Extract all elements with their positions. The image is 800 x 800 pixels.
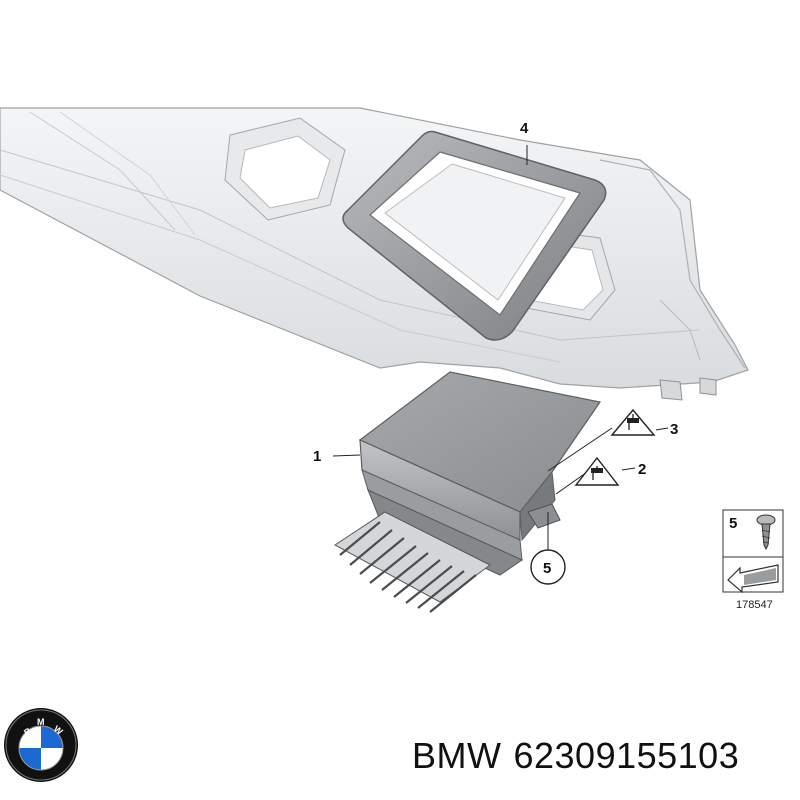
svg-text:M: M <box>37 717 45 727</box>
mounting-arrow-icon <box>727 564 779 594</box>
parts-legend-box: 5 <box>722 509 784 594</box>
callout-part-4: 4 <box>520 120 529 137</box>
legend-part-number: 5 <box>729 515 737 532</box>
part-caption: BMW 62309155103 <box>412 735 739 777</box>
brand-name: BMW <box>412 735 502 776</box>
callout-part-2: 2 <box>638 461 646 478</box>
part-5-callout-circle <box>530 549 566 585</box>
diagram-reference-number: 178547 <box>736 599 773 611</box>
callout-part-1: 1 <box>313 448 321 465</box>
callout-part-3: 3 <box>670 421 678 438</box>
display-unit-part-1 <box>334 371 602 613</box>
svg-text:B: B <box>22 725 34 737</box>
screw-icon <box>756 514 776 551</box>
dashboard-panel <box>0 107 749 401</box>
callout-part-5: 5 <box>543 560 551 577</box>
warning-triangle-icon <box>574 456 620 486</box>
trim-frame-part-4 <box>342 130 607 341</box>
warning-triangle-icon <box>610 408 656 436</box>
bmw-logo: B M W <box>4 708 78 782</box>
part-number: 62309155103 <box>513 735 740 776</box>
